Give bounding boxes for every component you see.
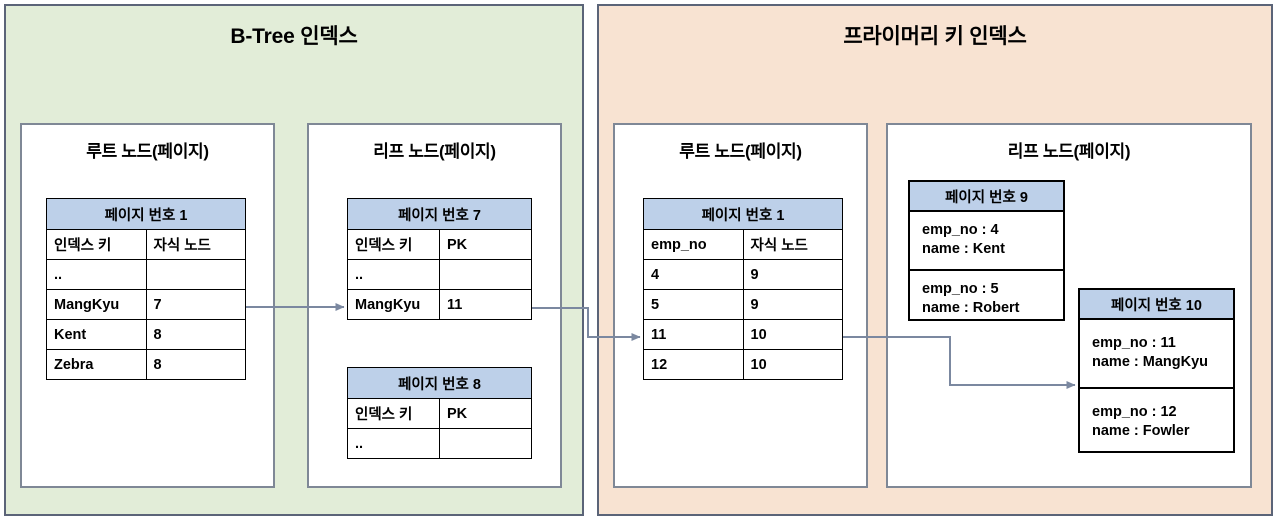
table-pk-root-page1: 페이지 번호 1 emp_no 자식 노드 4 9 5 9 11 10 12 1… <box>643 198 843 380</box>
record-row: emp_no : 5 name : Robert <box>910 271 1063 328</box>
column-header-0: 인덱스 키 <box>347 229 440 260</box>
record-emp-no: emp_no : 12 <box>1092 404 1177 420</box>
table-row: Zebra 8 <box>46 349 246 380</box>
column-header-0: 인덱스 키 <box>46 229 147 260</box>
column-header-1: 자식 노드 <box>742 229 843 260</box>
cell-child: 8 <box>145 349 246 380</box>
record-emp-no: emp_no : 4 <box>922 222 999 238</box>
column-header-1: 자식 노드 <box>145 229 246 260</box>
cell-pk <box>439 428 532 459</box>
record-row: emp_no : 4 name : Kent <box>910 212 1063 271</box>
table-row: Kent 8 <box>46 319 246 350</box>
page-label: 페이지 번호 10 <box>1080 290 1233 320</box>
cell-key: .. <box>347 259 440 290</box>
table-row-page-header: 페이지 번호 7 <box>347 198 532 230</box>
table-row: MangKyu 11 <box>347 289 532 320</box>
table-row: .. <box>46 259 246 290</box>
table-row-columns: emp_no 자식 노드 <box>643 229 843 260</box>
page-label: 페이지 번호 8 <box>347 367 532 399</box>
record-name: name : Robert <box>922 300 1020 316</box>
table-btree-root-page1: 페이지 번호 1 인덱스 키 자식 노드 .. MangKyu 7 Kent 8… <box>46 198 246 380</box>
table-row-page-header: 페이지 번호 1 <box>46 198 246 230</box>
table-row-columns: 인덱스 키 자식 노드 <box>46 229 246 260</box>
table-row: .. <box>347 259 532 290</box>
panel-btree-title: B-Tree 인덱스 <box>230 25 358 48</box>
table-row: 4 9 <box>643 259 843 290</box>
column-header-1: PK <box>439 229 532 260</box>
table-row: MangKyu 7 <box>46 289 246 320</box>
record-name: name : Fowler <box>1092 423 1190 439</box>
page-label: 페이지 번호 7 <box>347 198 532 230</box>
cell-emp-no: 11 <box>643 319 744 350</box>
page-label: 페이지 번호 1 <box>643 198 843 230</box>
cell-key: MangKyu <box>46 289 147 320</box>
record-row: emp_no : 12 name : Fowler <box>1080 389 1233 456</box>
card-btree-root-title: 루트 노드(페이지) <box>86 142 209 161</box>
card-pk-leaf-title: 리프 노드(페이지) <box>1007 142 1131 161</box>
table-row-columns: 인덱스 키 PK <box>347 398 532 429</box>
record-name: name : Kent <box>922 241 1005 257</box>
cell-child: 10 <box>742 349 843 380</box>
table-btree-leaf-page8: 페이지 번호 8 인덱스 키 PK .. <box>347 367 532 459</box>
page-label: 페이지 번호 9 <box>910 182 1063 212</box>
cell-pk <box>439 259 532 290</box>
record-emp-no: emp_no : 11 <box>1092 335 1176 351</box>
cell-key: Zebra <box>46 349 147 380</box>
column-header-0: 인덱스 키 <box>347 398 440 429</box>
table-row: .. <box>347 428 532 459</box>
table-row-columns: 인덱스 키 PK <box>347 229 532 260</box>
cell-child: 8 <box>145 319 246 350</box>
cell-emp-no: 4 <box>643 259 744 290</box>
cell-emp-no: 12 <box>643 349 744 380</box>
record-page-10: 페이지 번호 10 emp_no : 11 name : MangKyu emp… <box>1078 288 1235 453</box>
record-page-9: 페이지 번호 9 emp_no : 4 name : Kent emp_no :… <box>908 180 1065 321</box>
cell-child: 9 <box>742 289 843 320</box>
cell-child: 9 <box>742 259 843 290</box>
cell-key: Kent <box>46 319 147 350</box>
cell-child <box>145 259 246 290</box>
table-row: 11 10 <box>643 319 843 350</box>
table-row-page-header: 페이지 번호 1 <box>643 198 843 230</box>
table-row: 5 9 <box>643 289 843 320</box>
record-name: name : MangKyu <box>1092 354 1209 370</box>
column-header-1: PK <box>439 398 532 429</box>
table-btree-leaf-page7: 페이지 번호 7 인덱스 키 PK .. MangKyu 11 <box>347 198 532 320</box>
page-label: 페이지 번호 1 <box>46 198 246 230</box>
table-row-page-header: 페이지 번호 8 <box>347 367 532 399</box>
card-btree-leaf-title: 리프 노드(페이지) <box>373 142 496 161</box>
card-pk-root-title: 루트 노드(페이지) <box>679 142 802 161</box>
cell-child: 10 <box>742 319 843 350</box>
cell-key: .. <box>46 259 147 290</box>
cell-key: MangKyu <box>347 289 440 320</box>
cell-pk: 11 <box>439 289 532 320</box>
column-header-0: emp_no <box>643 229 744 260</box>
cell-emp-no: 5 <box>643 289 744 320</box>
record-emp-no: emp_no : 5 <box>922 281 999 297</box>
record-row: emp_no : 11 name : MangKyu <box>1080 320 1233 389</box>
table-row: 12 10 <box>643 349 843 380</box>
cell-child: 7 <box>145 289 246 320</box>
panel-pk-title: 프라이머리 키 인덱스 <box>843 25 1027 48</box>
cell-key: .. <box>347 428 440 459</box>
